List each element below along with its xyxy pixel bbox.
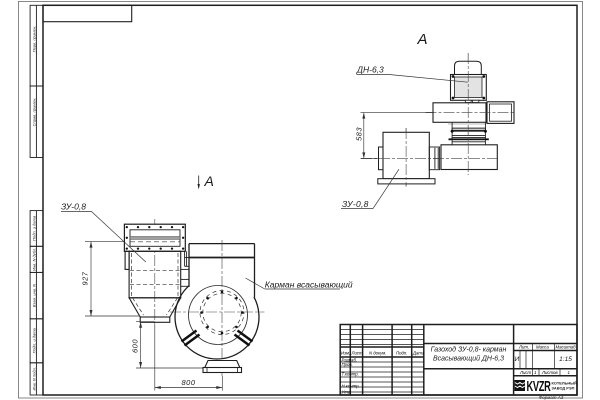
svg-text:N докум.: N докум. <box>369 351 386 356</box>
svg-text:Пров.: Пров. <box>342 362 353 367</box>
svg-text:Лист: Лист <box>351 351 363 356</box>
svg-text:Н.контр.: Н.контр. <box>342 384 360 389</box>
svg-text:Масса: Масса <box>536 345 549 350</box>
svg-text:Утв.: Утв. <box>342 390 352 395</box>
svg-text:Масштаб: Масштаб <box>556 345 577 350</box>
svg-text:ЗУ-0,8: ЗУ-0,8 <box>342 199 369 209</box>
svg-text:Взам. инв. N: Взам. инв. N <box>31 284 36 307</box>
svg-text:ДН-6,3: ДН-6,3 <box>356 65 384 75</box>
svg-text:600: 600 <box>131 339 140 353</box>
svg-text:Подп.: Подп. <box>396 351 407 356</box>
svg-text:Изм.: Изм. <box>341 351 350 356</box>
svg-text:800: 800 <box>181 378 195 387</box>
svg-text:Всасывающий ДН-6,3: Всасывающий ДН-6,3 <box>433 355 504 363</box>
svg-text:Формат А3: Формат А3 <box>539 395 564 400</box>
svg-text:Дата: Дата <box>412 351 425 356</box>
svg-text:Лист: Лист <box>519 370 531 375</box>
svg-text:Перв. примен.: Перв. примен. <box>31 26 36 53</box>
svg-text:Карман всасывающий: Карман всасывающий <box>265 279 353 289</box>
svg-text:1: 1 <box>534 370 537 375</box>
svg-text:ЗАВОД РЭП: ЗАВОД РЭП <box>552 386 575 391</box>
svg-text:1:15: 1:15 <box>559 356 572 363</box>
svg-text:Инв. N подл.: Инв. N подл. <box>31 367 36 390</box>
svg-text:И: И <box>515 356 520 363</box>
svg-text:583: 583 <box>354 127 363 141</box>
svg-text:Разраб.: Разраб. <box>342 357 358 362</box>
svg-text:A: A <box>204 173 214 189</box>
svg-text:ЗУ-0,8: ЗУ-0,8 <box>61 202 86 212</box>
svg-text:Лит.: Лит. <box>518 345 529 350</box>
svg-text:A: A <box>417 31 428 48</box>
svg-text:927: 927 <box>81 271 90 285</box>
svg-text:KVZR: KVZR <box>527 378 551 395</box>
svg-text:1: 1 <box>568 370 571 375</box>
svg-text:Газоход ЗУ-0,8- карман: Газоход ЗУ-0,8- карман <box>431 346 507 354</box>
svg-text:КОТЕЛЬНЫЙ: КОТЕЛЬНЫЙ <box>552 381 578 386</box>
svg-text:Листов: Листов <box>541 370 558 375</box>
svg-text:Подп. и дата: Подп. и дата <box>31 215 36 241</box>
svg-text:Справ. примен.: Справ. примен. <box>31 98 36 127</box>
svg-text:Инв. N дубл.: Инв. N дубл. <box>31 248 36 271</box>
svg-text:Т.контр.: Т.контр. <box>342 372 359 377</box>
svg-text:Подп. и дата: Подп. и дата <box>31 328 36 354</box>
